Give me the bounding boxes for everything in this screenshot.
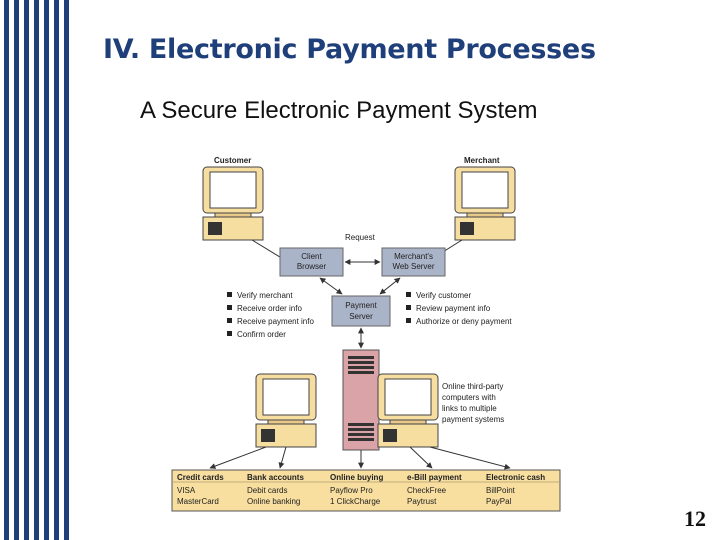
payment-server-line1: Payment <box>345 301 377 310</box>
payment-system-diagram: Customer Merchant Request Client Browser… <box>171 156 561 512</box>
category-item: CheckFree <box>407 486 447 495</box>
category-item: 1 ClickCharge <box>330 497 381 506</box>
category-item: VISA <box>177 486 196 495</box>
right-bullet-item: Review payment info <box>416 304 491 313</box>
client-browser-line2: Browser <box>297 262 327 271</box>
category-name: Online buying <box>330 473 383 482</box>
category-name: Electronic cash <box>486 473 545 482</box>
third-party-note-line: links to multiple <box>442 404 497 413</box>
third-party-note: Online third-party computers with links … <box>442 382 504 424</box>
right-bullet-item: Authorize or deny payment <box>416 317 512 326</box>
merchant-label: Merchant <box>464 156 500 165</box>
right-bullet-list: Verify customer Review payment info Auth… <box>406 291 512 326</box>
left-bullet-item: Receive payment info <box>237 317 314 326</box>
third-party-note-line: Online third-party <box>442 382 503 391</box>
page-number: 12 <box>684 506 706 531</box>
payment-categories-bar: Credit cards VISA MasterCard Bank accoun… <box>171 469 561 512</box>
merchant-server-line1: Merchant's <box>394 252 433 261</box>
left-bullet-item: Verify merchant <box>237 291 293 300</box>
category-name: Credit cards <box>177 473 224 482</box>
payment-server-box: Payment Server <box>331 295 391 327</box>
category-name: Bank accounts <box>247 473 304 482</box>
third-party-note-line: computers with <box>442 393 496 402</box>
left-bullet-item: Receive order info <box>237 304 302 313</box>
category-item: PayPal <box>486 497 512 506</box>
slide-title: IV. Electronic Payment Processes <box>103 34 596 65</box>
customer-computer-icon <box>202 166 264 241</box>
third-party-computer-icon <box>255 373 317 448</box>
category-item: Payflow Pro <box>330 486 373 495</box>
request-label: Request <box>345 233 376 242</box>
merchant-computer-icon <box>454 166 516 241</box>
third-party-note-line: payment systems <box>442 415 504 424</box>
decorative-stripes <box>0 0 78 540</box>
server-tower-icon <box>342 349 380 451</box>
merchant-server-line2: Web Server <box>392 262 434 271</box>
left-bullet-item: Confirm order <box>237 330 286 339</box>
left-bullet-list: Verify merchant Receive order info Recei… <box>227 291 314 339</box>
category-item: BillPoint <box>486 486 516 495</box>
merchant-web-server-box: Merchant's Web Server <box>381 247 446 277</box>
category-name: e-Bill payment <box>407 473 462 482</box>
client-browser-line1: Client <box>301 252 322 261</box>
category-item: MasterCard <box>177 497 219 506</box>
customer-label: Customer <box>214 156 251 165</box>
third-party-computer-icon <box>377 373 439 448</box>
client-browser-box: Client Browser <box>279 247 344 277</box>
right-bullet-item: Verify customer <box>416 291 471 300</box>
category-item: Debit cards <box>247 486 287 495</box>
category-item: Paytrust <box>407 497 437 506</box>
payment-server-line2: Server <box>349 312 373 321</box>
slide-subtitle: A Secure Electronic Payment System <box>140 97 538 124</box>
category-item: Online banking <box>247 497 300 506</box>
